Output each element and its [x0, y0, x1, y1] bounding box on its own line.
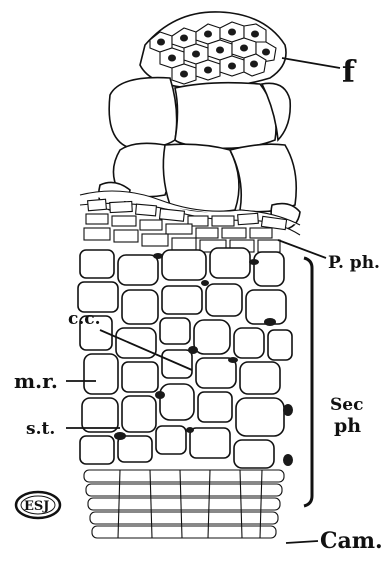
label-p-ph: P. ph.	[328, 253, 380, 273]
leader-p-ph	[278, 240, 326, 258]
svg-text:ESJ: ESJ	[24, 499, 49, 514]
label-sec-ph-line2: ph	[334, 415, 361, 437]
leader-f	[282, 58, 340, 68]
label-mr: m.r.	[14, 369, 58, 393]
sec-ph-bracket	[304, 258, 312, 506]
artist-monogram: ESJ	[16, 492, 60, 518]
leader-cam	[286, 541, 318, 543]
fibre-cap	[140, 12, 286, 88]
label-cam: Cam.	[320, 528, 383, 554]
label-f: f	[342, 55, 357, 90]
cambium-rows	[84, 470, 284, 538]
label-cc: c.c.	[68, 309, 101, 329]
label-st: s.t.	[26, 419, 55, 439]
secondary-phloem	[78, 248, 292, 468]
label-sec-ph-line1: Sec	[330, 395, 363, 415]
